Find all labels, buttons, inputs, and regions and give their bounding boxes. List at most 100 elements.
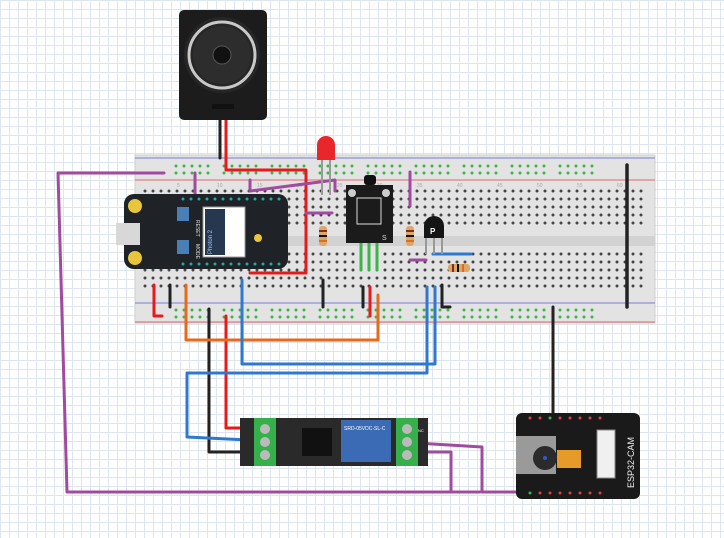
breadboard-hole (527, 205, 531, 209)
transistor[interactable]: P (424, 216, 444, 254)
rail-hole (390, 315, 394, 319)
reset-label: RESET (194, 220, 200, 237)
breadboard-hole (295, 252, 299, 256)
breadboard-hole (399, 284, 403, 288)
breadboard-hole (295, 221, 299, 225)
header-pin (253, 262, 257, 266)
breadboard-hole (583, 252, 587, 256)
cam-pin (598, 416, 602, 420)
breadboard-hole (543, 276, 547, 280)
resistor-1[interactable] (319, 226, 327, 246)
speaker[interactable] (179, 10, 267, 120)
resistor-2[interactable] (406, 226, 414, 246)
rail-hole (494, 308, 498, 312)
breadboard-hole (207, 276, 211, 280)
esp32-cam[interactable]: ESP32-CAM (516, 413, 640, 499)
breadboard-hole (215, 189, 219, 193)
breadboard-hole (639, 189, 643, 193)
rail-hole (438, 164, 442, 168)
breadboard-hole (415, 276, 419, 280)
rail-hole (470, 164, 474, 168)
breadboard-hole (439, 197, 443, 201)
breadboard-hole (583, 197, 587, 201)
rail-hole (318, 164, 322, 168)
rail-hole (470, 171, 474, 175)
rail-hole (494, 171, 498, 175)
breadboard-hole (335, 276, 339, 280)
header-pin (229, 262, 233, 266)
breadboard-hole (567, 205, 571, 209)
breadboard-hole (415, 284, 419, 288)
rail-hole (414, 308, 418, 312)
wires[interactable] (56, 116, 629, 494)
breadboard-hole (311, 205, 315, 209)
led[interactable] (317, 136, 335, 195)
breadboard-hole (543, 197, 547, 201)
rail-hole (486, 171, 490, 175)
cam-pin (568, 491, 572, 495)
rail-hole (446, 164, 450, 168)
column-label: 15 (257, 183, 263, 189)
breadboard-hole (511, 197, 515, 201)
rail-hole (190, 315, 194, 319)
breadboard-hole (527, 252, 531, 256)
breadboard-hole (615, 205, 619, 209)
breadboard-hole (247, 276, 251, 280)
breadboard-hole (591, 284, 595, 288)
breadboard-hole (599, 252, 603, 256)
wire-purple-top-right (248, 178, 337, 193)
column-label: 40 (457, 183, 463, 189)
photon-board[interactable]: RESET MODE Photon 2 (116, 194, 288, 269)
breadboard-hole (543, 221, 547, 225)
breadboard-hole (391, 260, 395, 264)
breadboard-hole (599, 284, 603, 288)
rail-hole (566, 164, 570, 168)
rail-hole (590, 164, 594, 168)
breadboard-hole (311, 197, 315, 201)
rail-hole (230, 164, 234, 168)
breadboard-hole (519, 276, 523, 280)
breadboard-hole (639, 213, 643, 217)
breadboard-hole (575, 205, 579, 209)
rail-hole (510, 171, 514, 175)
breadboard-hole (591, 260, 595, 264)
rail-hole (574, 308, 578, 312)
breadboard-hole (535, 268, 539, 272)
rail-hole (302, 308, 306, 312)
breadboard-hole (199, 268, 203, 272)
breadboard-hole (295, 189, 299, 193)
sensor-module[interactable]: S (346, 175, 393, 243)
rail-hole (246, 308, 250, 312)
breadboard-hole (567, 252, 571, 256)
breadboard-hole (183, 189, 187, 193)
breadboard-hole (471, 197, 475, 201)
breadboard-hole (287, 189, 291, 193)
reset-button[interactable] (177, 207, 189, 221)
header-pin (181, 197, 185, 201)
rail-hole (342, 308, 346, 312)
breadboard-hole (319, 205, 323, 209)
breadboard-hole (455, 284, 459, 288)
breadboard-hole (175, 284, 179, 288)
breadboard-hole (167, 276, 171, 280)
breadboard-hole (487, 205, 491, 209)
sensor-pin-label: S (382, 235, 387, 242)
breadboard-hole (231, 268, 235, 272)
wire-purple-loop (56, 171, 482, 494)
breadboard-hole (543, 252, 547, 256)
breadboard-hole (159, 268, 163, 272)
usb-port (116, 223, 140, 245)
rail-hole (414, 315, 418, 319)
breadboard-hole (399, 221, 403, 225)
breadboard-hole (351, 276, 355, 280)
relay-module[interactable]: SRD-05VDC-SL-C NC (240, 418, 428, 466)
resistor-3[interactable] (448, 264, 470, 272)
rail-hole (486, 315, 490, 319)
breadboard-hole (567, 197, 571, 201)
camera-label: ESP32-CAM (626, 437, 636, 488)
breadboard-hole (183, 276, 187, 280)
breadboard-hole (295, 260, 299, 264)
rail-hole (174, 308, 178, 312)
mode-button[interactable] (177, 240, 189, 254)
